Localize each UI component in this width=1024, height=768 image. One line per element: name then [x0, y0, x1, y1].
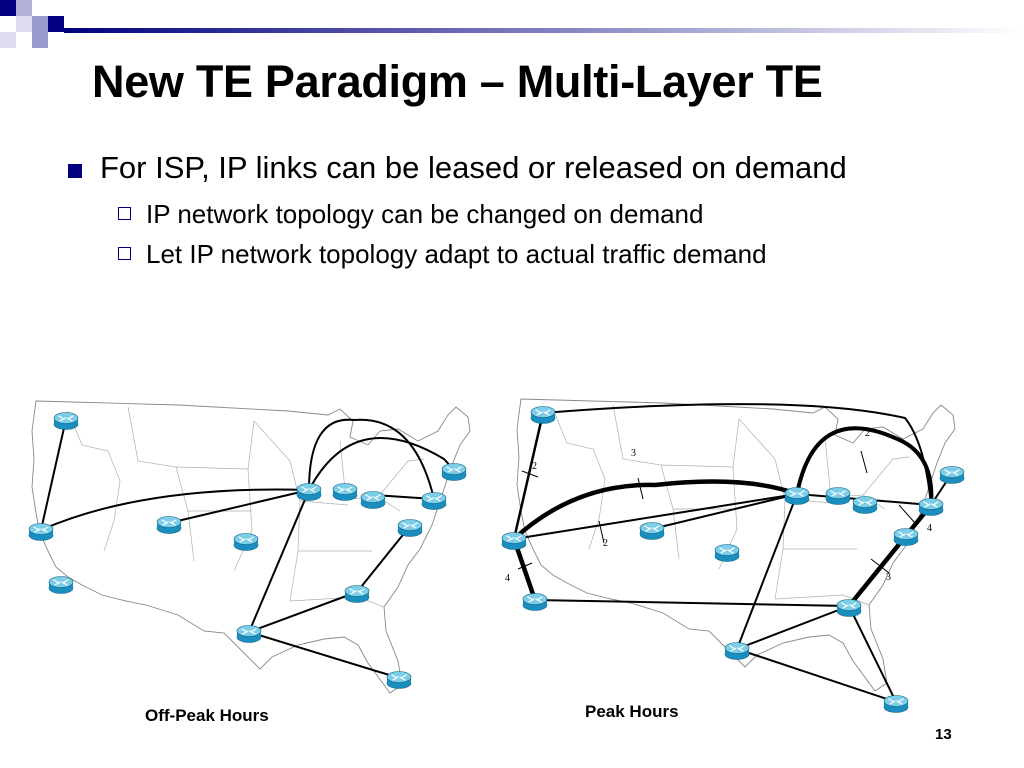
- link-label: 3: [886, 572, 891, 583]
- header-decoration: [0, 0, 1024, 48]
- main-bullet-text: For ISP, IP links can be leased or relea…: [100, 150, 847, 185]
- link-label: 2: [603, 538, 608, 549]
- peak-map: 2 3 2 2 4 4 3: [501, 398, 965, 714]
- hollow-square-bullet-icon: [118, 247, 131, 260]
- sub-bullet-2: Let IP network topology adapt to actual …: [68, 234, 968, 274]
- hollow-square-bullet-icon: [118, 207, 131, 220]
- main-bullet: For ISP, IP links can be leased or relea…: [68, 148, 968, 188]
- off-peak-caption: Off-Peak Hours: [145, 706, 269, 725]
- sub-bullet-1: IP network topology can be changed on de…: [68, 194, 968, 234]
- peak-caption: Peak Hours: [585, 702, 679, 721]
- sub-bullet-1-text: IP network topology can be changed on de…: [146, 199, 704, 229]
- link-label: 4: [505, 573, 510, 584]
- square-bullet-icon: [68, 164, 82, 178]
- page-number: 13: [935, 726, 952, 743]
- link-label: 2: [532, 461, 537, 472]
- link-label: 4: [927, 523, 932, 534]
- link-label: 3: [631, 448, 636, 459]
- bullet-list: For ISP, IP links can be leased or relea…: [68, 148, 968, 274]
- link-label: 2: [865, 428, 870, 439]
- off-peak-map: [28, 400, 471, 694]
- sub-bullet-2-text: Let IP network topology adapt to actual …: [146, 239, 767, 269]
- slide-title: New TE Paradigm – Multi-Layer TE: [92, 56, 823, 107]
- peak-link-labels: 2 3 2 2 4 4 3: [505, 428, 932, 584]
